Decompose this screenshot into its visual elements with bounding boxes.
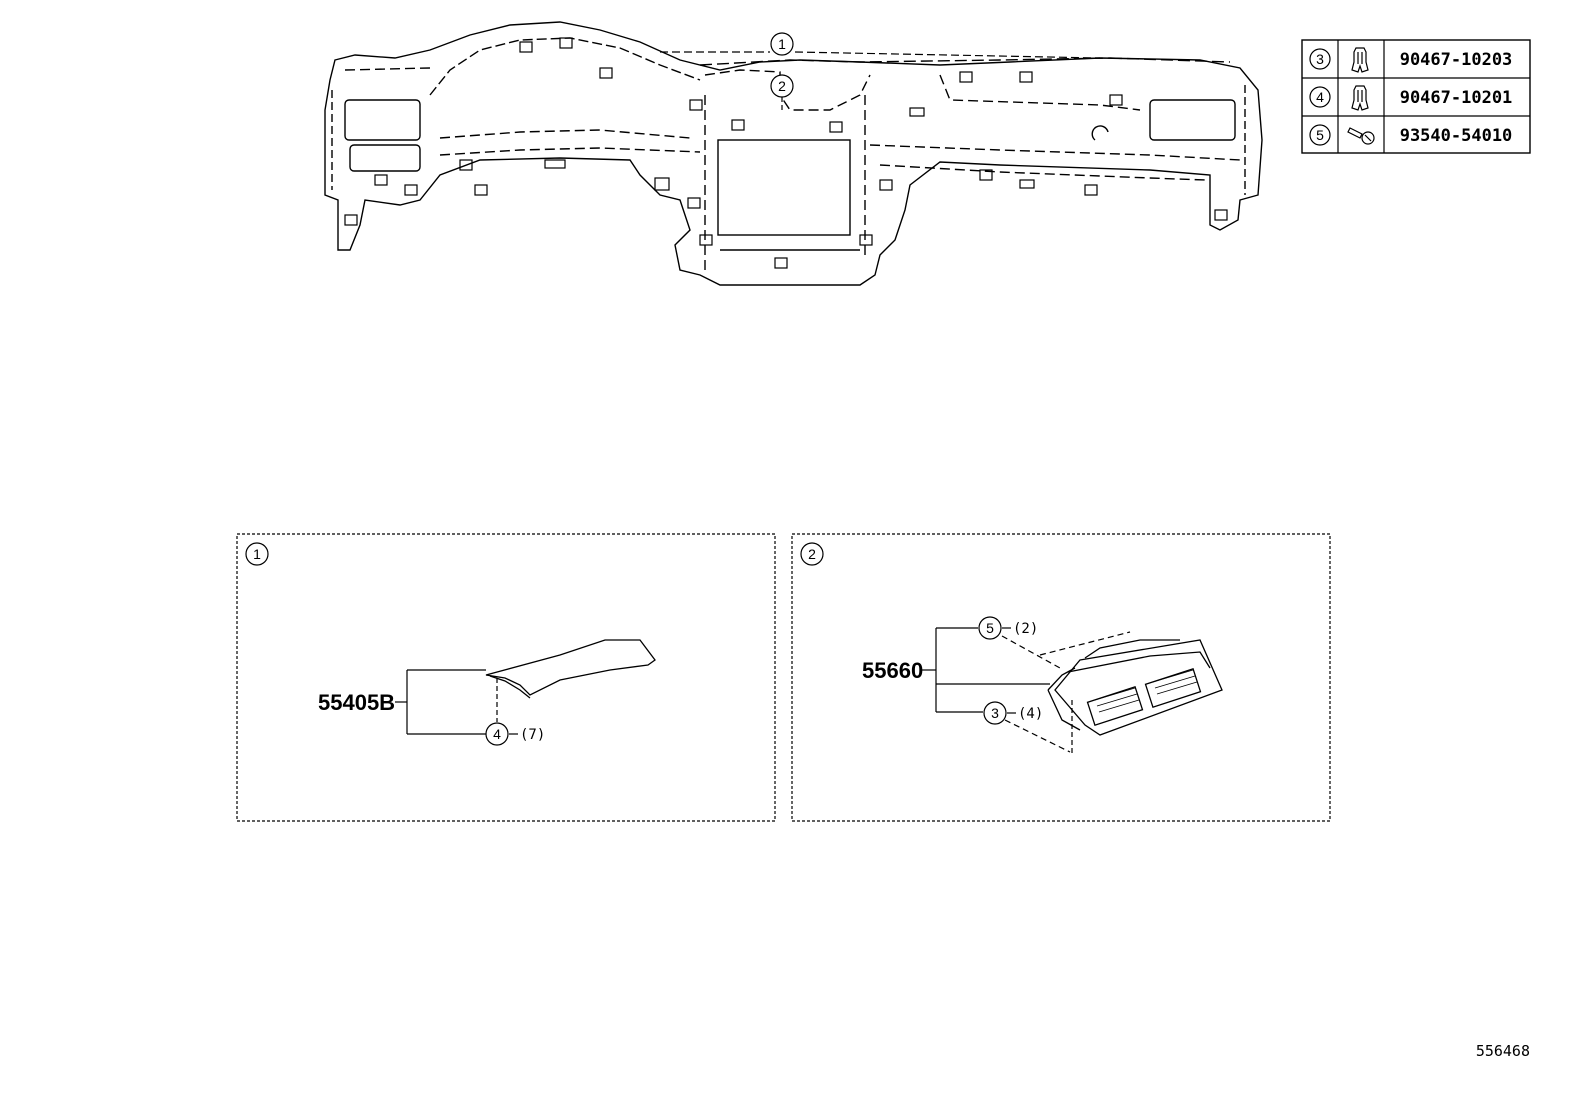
fastener-ref: 3 (991, 705, 999, 721)
row-part-number: 90467-10201 (1400, 88, 1513, 108)
detail-2-callout: 2 (808, 546, 816, 562)
fastener-ref: 5 (986, 620, 994, 636)
overview-callout-2-label: 2 (778, 78, 786, 94)
row-ref: 5 (1316, 127, 1324, 143)
row-part-number: 90467-10203 (1400, 50, 1513, 70)
overview-callout-1[interactable]: 1 (660, 32, 1101, 59)
overview-callout-2[interactable]: 2 (770, 74, 794, 110)
fastener-qty: (2) (1013, 621, 1038, 637)
fastener-qty: (4) (1018, 706, 1043, 722)
detail-1-part-number: 55405B (318, 690, 395, 715)
row-ref: 4 (1316, 89, 1324, 105)
detail-1-callout: 1 (253, 546, 261, 562)
diagram-id: 556468 (1476, 1042, 1530, 1060)
panel-cover-drawing (485, 639, 656, 699)
parts-table-row[interactable]: 3 90467-10203 (1309, 47, 1513, 73)
overview-callout-1-label: 1 (778, 36, 786, 52)
instrument-panel-overview (324, 21, 1263, 286)
detail-2-fastener-a-callout[interactable]: 5 (2) (978, 616, 1038, 640)
fastener-qty: (7) (520, 727, 545, 743)
clip-icon (1351, 85, 1369, 111)
row-part-number: 93540-54010 (1400, 126, 1513, 146)
parts-table-row[interactable]: 4 90467-10201 (1309, 85, 1513, 111)
row-ref: 3 (1316, 51, 1324, 67)
detail-panel-1: 1 55405B 4 (7) (236, 533, 776, 822)
detail-2-fastener-b-callout[interactable]: 3 (4) (983, 701, 1043, 725)
fastener-ref: 4 (493, 726, 501, 742)
parts-table-row[interactable]: 5 93540-54010 (1309, 124, 1513, 146)
clip-icon (1351, 47, 1369, 73)
air-register-drawing (1047, 639, 1223, 736)
screw-icon (1347, 127, 1375, 145)
detail-1-fastener-callout[interactable]: 4 (7) (485, 722, 545, 746)
detail-2-part-number: 55660 (862, 658, 923, 683)
parts-table: 3 90467-10203 4 90467-10201 5 (1301, 39, 1531, 154)
detail-panel-2: 2 55660 5 (2) (791, 533, 1331, 822)
